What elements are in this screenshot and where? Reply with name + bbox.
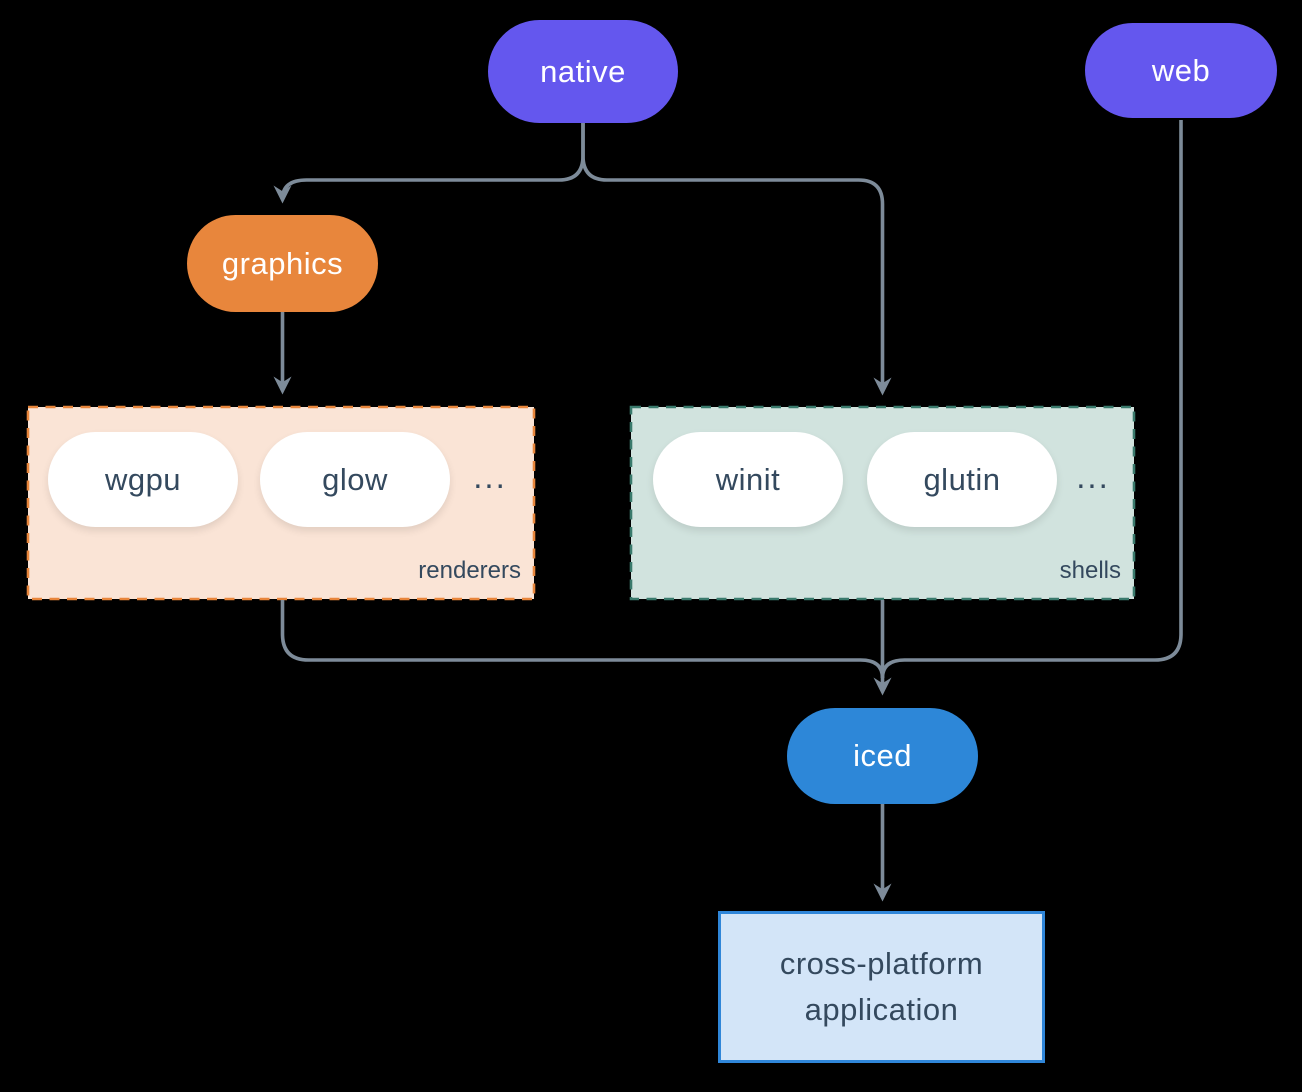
node-wgpu: wgpu bbox=[48, 432, 238, 527]
shells-group-label: shells bbox=[1059, 557, 1121, 584]
application-label-line2: application bbox=[804, 992, 959, 1027]
node-wgpu-label: wgpu bbox=[104, 461, 182, 497]
node-cross-platform-application: cross-platform application bbox=[718, 911, 1045, 1063]
edge-native-to-graphics bbox=[273, 123, 585, 204]
node-iced-label: iced bbox=[853, 738, 912, 773]
node-iced: iced bbox=[787, 708, 978, 804]
shells-ellipsis: ... bbox=[1076, 458, 1110, 495]
node-web-label: web bbox=[1151, 52, 1211, 88]
node-glutin-label: glutin bbox=[923, 461, 1001, 497]
node-native: native bbox=[488, 20, 678, 123]
node-winit: winit bbox=[653, 432, 843, 527]
application-label-line1: cross-platform bbox=[779, 946, 984, 981]
node-winit-label: winit bbox=[715, 461, 781, 497]
renderers-group-label: renderers bbox=[418, 557, 521, 584]
node-graphics: graphics bbox=[187, 215, 378, 312]
node-glow: glow bbox=[260, 432, 450, 527]
edge-native-to-shells bbox=[581, 123, 892, 396]
node-graphics-label: graphics bbox=[221, 245, 344, 281]
edge-renderers-to-iced bbox=[280, 600, 885, 679]
node-glutin: glutin bbox=[867, 432, 1057, 527]
renderers-ellipsis: ... bbox=[473, 458, 507, 495]
node-glow-label: glow bbox=[322, 461, 388, 497]
node-web: web bbox=[1085, 23, 1277, 118]
node-native-label: native bbox=[540, 53, 626, 89]
edge-web-to-iced bbox=[880, 120, 1183, 679]
